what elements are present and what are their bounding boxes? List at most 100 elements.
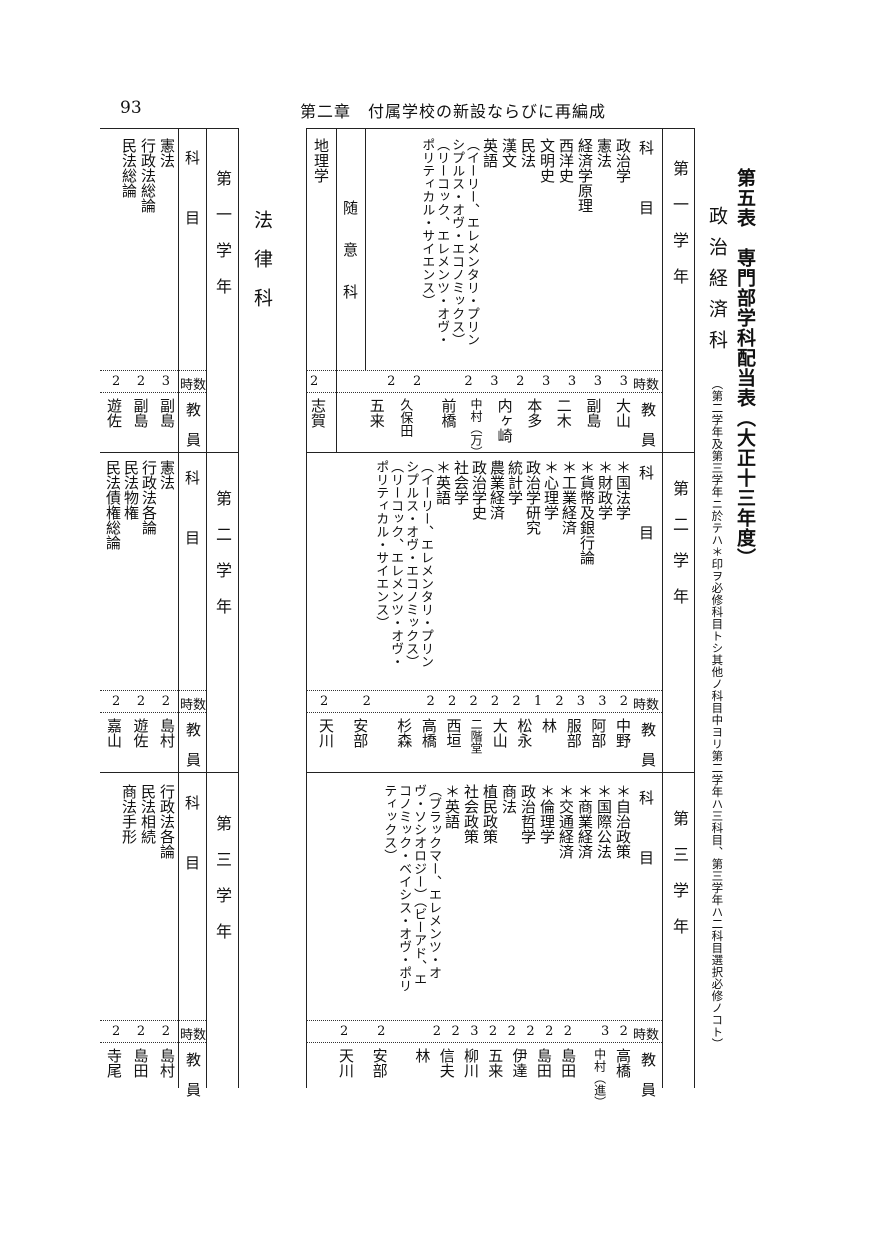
subject: 統計学 xyxy=(506,460,524,505)
hours: 2 xyxy=(387,374,396,389)
law-y2-teacher-header: 教 員 xyxy=(184,722,202,767)
teacher: 島村 xyxy=(158,718,176,748)
teacher: 遊佐 xyxy=(105,398,123,428)
hours: 2 xyxy=(136,1024,146,1039)
hours: 2 xyxy=(447,694,457,709)
law-y1-teacher-rule xyxy=(100,392,206,393)
teacher: 阿部 xyxy=(589,718,608,748)
law-y3-hours: 2 2 2 xyxy=(112,1024,170,1039)
subject: 経済学原理 xyxy=(576,138,594,213)
politics-y3-subjects: ＊自治政策 ＊国際公法 ＊商業経済 ＊交通経済 ＊倫理学 政治哲学 商法 植民政… xyxy=(330,784,632,1016)
subject: 憲法 xyxy=(158,138,176,168)
politics-y3-hours: 2 3 2 2 2 2 2 3 2 2 2 2 xyxy=(340,1024,628,1039)
law-y2-hours-rule xyxy=(100,690,206,691)
subject: 民法物権 xyxy=(122,460,140,520)
politics-y2-teacher-header: 教 員 xyxy=(639,722,657,767)
law-y1-subjects: 憲法 行政法総論 民法総論 xyxy=(104,138,176,366)
subject: 商法手形 xyxy=(120,784,138,844)
department-law: 法律科 xyxy=(251,210,273,327)
table-title: 第五表 専門部学科配当表（大正十三年度） xyxy=(734,168,756,568)
hours: 2 xyxy=(512,694,521,709)
teacher: 林 xyxy=(540,718,559,733)
hours: 2 xyxy=(136,374,146,389)
politics-optional-rule-left xyxy=(336,128,337,452)
politics-year1-label: 第 一 学 年 xyxy=(670,160,689,286)
hours: 2 xyxy=(507,1024,516,1039)
hours: 3 xyxy=(567,374,577,389)
hours-row: 2 3 3 2 1 2 2 2 2 2 2 2 xyxy=(320,694,628,709)
politics-y3-teachers: 高橋 中村（進） 島田 島田 伊達 五来 柳川 信夫 林 安部 天川 xyxy=(337,1048,632,1108)
hours xyxy=(384,694,392,709)
politics-year3-label: 第 三 学 年 xyxy=(670,810,689,936)
politics-y3-hours-header: 時数 xyxy=(633,1028,660,1043)
hours: 2 xyxy=(310,374,319,389)
politics-y3-hours-rule xyxy=(306,1020,662,1021)
hours: 2 xyxy=(136,694,146,709)
teacher: 天川 xyxy=(337,1048,355,1078)
teacher: 本多 xyxy=(525,398,544,428)
hours: 2 xyxy=(619,1024,628,1039)
subject: ＊英語 xyxy=(443,784,461,829)
hours: 2 xyxy=(377,1024,386,1039)
politics-y1-hours-rule xyxy=(306,370,662,371)
hours-row: 2 3 2 2 2 2 2 3 2 2 2 2 xyxy=(340,1024,628,1039)
politics-y1-teacher-header: 教 員 xyxy=(639,402,657,447)
hours xyxy=(583,1024,591,1039)
law-y3-hours-header: 時数 xyxy=(180,1028,207,1043)
law-year2-label: 第 二 学 年 xyxy=(213,490,232,616)
hours: 2 xyxy=(340,1024,349,1039)
law-y2-teachers: 島村 遊佐 嘉山 xyxy=(105,718,176,770)
subject: ＊工業経済 xyxy=(560,460,578,535)
english-textbook-note: （イーリー、エレメンタリ・プリンシプルス・オヴ・エコノミックス）（リーコック、エ… xyxy=(419,138,479,346)
law-y2-teacher-rule xyxy=(100,712,206,713)
subject: ＊財政学 xyxy=(596,460,614,520)
hours: 2 xyxy=(112,374,121,389)
politics-year2-label: 第 二 学 年 xyxy=(670,480,689,606)
hours: 2 xyxy=(112,1024,121,1039)
politics-y2-hours-rule xyxy=(306,690,662,691)
hours: 3 xyxy=(490,374,499,389)
hours: 3 xyxy=(576,694,586,709)
teacher: 大山 xyxy=(613,398,632,428)
hours xyxy=(405,694,413,709)
law-y1-hours-header: 時数 xyxy=(180,378,207,393)
subject: 植民政策 xyxy=(481,784,499,844)
law-y1-teacher-header: 教 員 xyxy=(184,402,202,447)
politics-y1-subject-header: 科 目 xyxy=(637,140,655,215)
hours: 2 xyxy=(161,1024,170,1039)
law-y3-hours-rule xyxy=(100,1020,206,1021)
subject: 漢文 xyxy=(500,138,518,168)
hours: 3 xyxy=(161,374,170,389)
hours: 2 xyxy=(545,1024,554,1039)
politics-y1-subjects: 政治学 憲法 経済学原理 西洋史 文明史 民法 漢文 英語 （イーリー、エレメン… xyxy=(370,138,632,368)
hours: 2 xyxy=(526,1024,535,1039)
subject: 行政法各論 xyxy=(140,460,158,535)
teacher: 島田 xyxy=(559,1048,578,1078)
hours xyxy=(336,374,344,389)
teacher: 松永 xyxy=(515,718,534,748)
law-y2-hours: 2 2 2 xyxy=(112,694,170,709)
optional-subject: 地理学 xyxy=(312,138,330,183)
hours-row: 2 2 2 xyxy=(112,1024,170,1039)
law-y3-teacher-header: 教 員 xyxy=(184,1052,202,1097)
politics-year2-bottom-rule xyxy=(306,772,694,773)
hours: 2 xyxy=(161,694,170,709)
politics-y1-teachers: 大山 副島 二木 本多 内ヶ崎 中村（万） 前橋 久保田 五来 志賀 xyxy=(309,398,632,458)
teacher: 天川 xyxy=(317,718,335,748)
subject: 政治学研究 xyxy=(524,460,542,535)
politics-y2-teachers: 中野 阿部 服部 林 松永 大山 二階堂 西垣 高橋 杉森 安部 天川 xyxy=(317,718,632,770)
politics-y2-subjects: ＊国法学 ＊財政学 ＊貨幣及銀行論 ＊工業経済 ＊心理学 政治学研究 統計学 農… xyxy=(312,460,632,688)
subject: ＊英語 xyxy=(434,460,452,505)
hours: 2 xyxy=(555,694,564,709)
hours: 2 xyxy=(451,1024,460,1039)
subject: ＊交通経済 xyxy=(557,784,575,859)
hours xyxy=(359,1024,367,1039)
hours-row: 3 3 3 3 2 3 2 2 2 2 xyxy=(310,374,628,389)
subject: ＊貨幣及銀行論 xyxy=(578,460,596,565)
subject: ＊国法学 xyxy=(614,460,632,520)
teacher: 寺尾 xyxy=(105,1048,123,1078)
teacher: 五来 xyxy=(367,398,386,428)
hours: 2 xyxy=(563,1024,573,1039)
hours: 1 xyxy=(533,694,543,709)
teacher: 副島 xyxy=(131,398,150,428)
